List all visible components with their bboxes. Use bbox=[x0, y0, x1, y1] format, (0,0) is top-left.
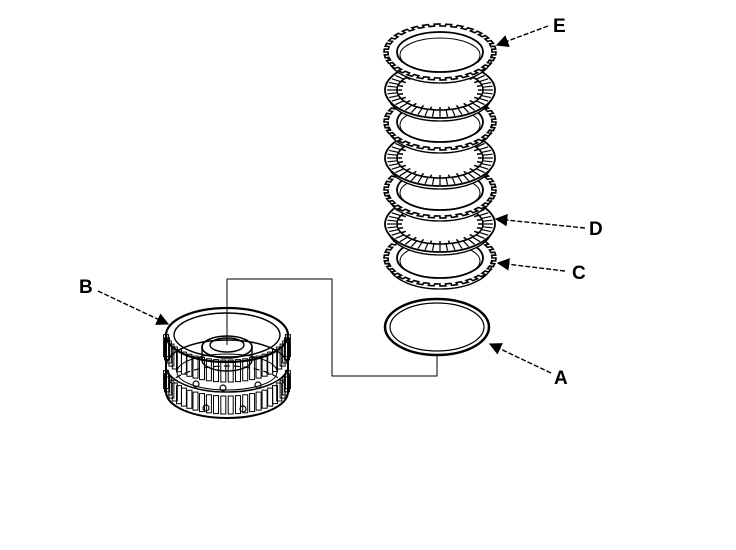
steel-plate-e bbox=[383, 23, 497, 84]
assembly-guide-line bbox=[226, 278, 438, 377]
leader-b bbox=[97, 290, 170, 325]
label-d: D bbox=[589, 219, 603, 240]
leader-e bbox=[495, 25, 549, 47]
o-ring-a bbox=[383, 297, 491, 357]
label-c: C bbox=[572, 263, 586, 284]
label-a: A bbox=[554, 368, 568, 389]
leader-d bbox=[494, 213, 586, 229]
clutch-plate-stack bbox=[383, 23, 497, 290]
label-b: B bbox=[79, 277, 93, 298]
drum-spline-teeth bbox=[163, 334, 291, 415]
leader-c bbox=[496, 258, 566, 272]
label-e: E bbox=[553, 16, 566, 37]
leader-a bbox=[488, 343, 552, 374]
